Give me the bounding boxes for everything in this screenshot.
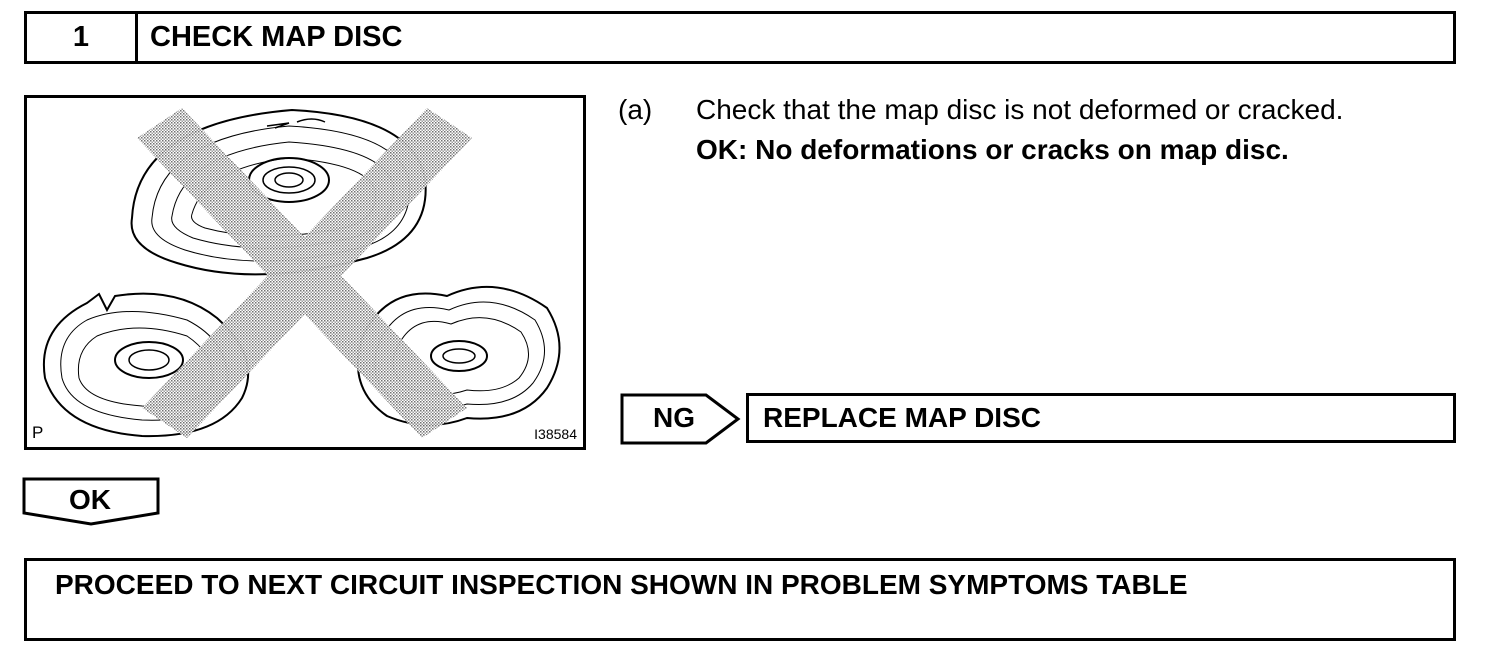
substep-letter: (a) xyxy=(618,94,653,125)
ok-criteria: OK: No deformations or cracks on map dis… xyxy=(696,134,1289,165)
figure-id: I38584 xyxy=(534,426,577,442)
reject-x-mark xyxy=(137,108,472,438)
ng-label: NG xyxy=(653,402,695,433)
next-step-box: PROCEED TO NEXT CIRCUIT INSPECTION SHOWN… xyxy=(24,558,1456,641)
substep-a: (a) Check that the map disc is not defor… xyxy=(618,90,1458,170)
ng-action-box: REPLACE MAP DISC xyxy=(746,393,1456,443)
ok-label: OK xyxy=(69,484,111,515)
step-number: 1 xyxy=(27,14,138,61)
disc-illustration: P I38584 xyxy=(24,95,586,450)
figure-corner-label: P xyxy=(32,423,44,442)
ng-arrow-shape xyxy=(620,393,741,445)
ok-arrow-shape xyxy=(22,477,160,526)
top-disc xyxy=(130,108,427,276)
step-header: 1 CHECK MAP DISC xyxy=(24,11,1456,64)
damaged-disc-drawing xyxy=(42,108,561,438)
substep-instruction: Check that the map disc is not deformed … xyxy=(696,94,1344,125)
step-title: CHECK MAP DISC xyxy=(150,21,403,53)
